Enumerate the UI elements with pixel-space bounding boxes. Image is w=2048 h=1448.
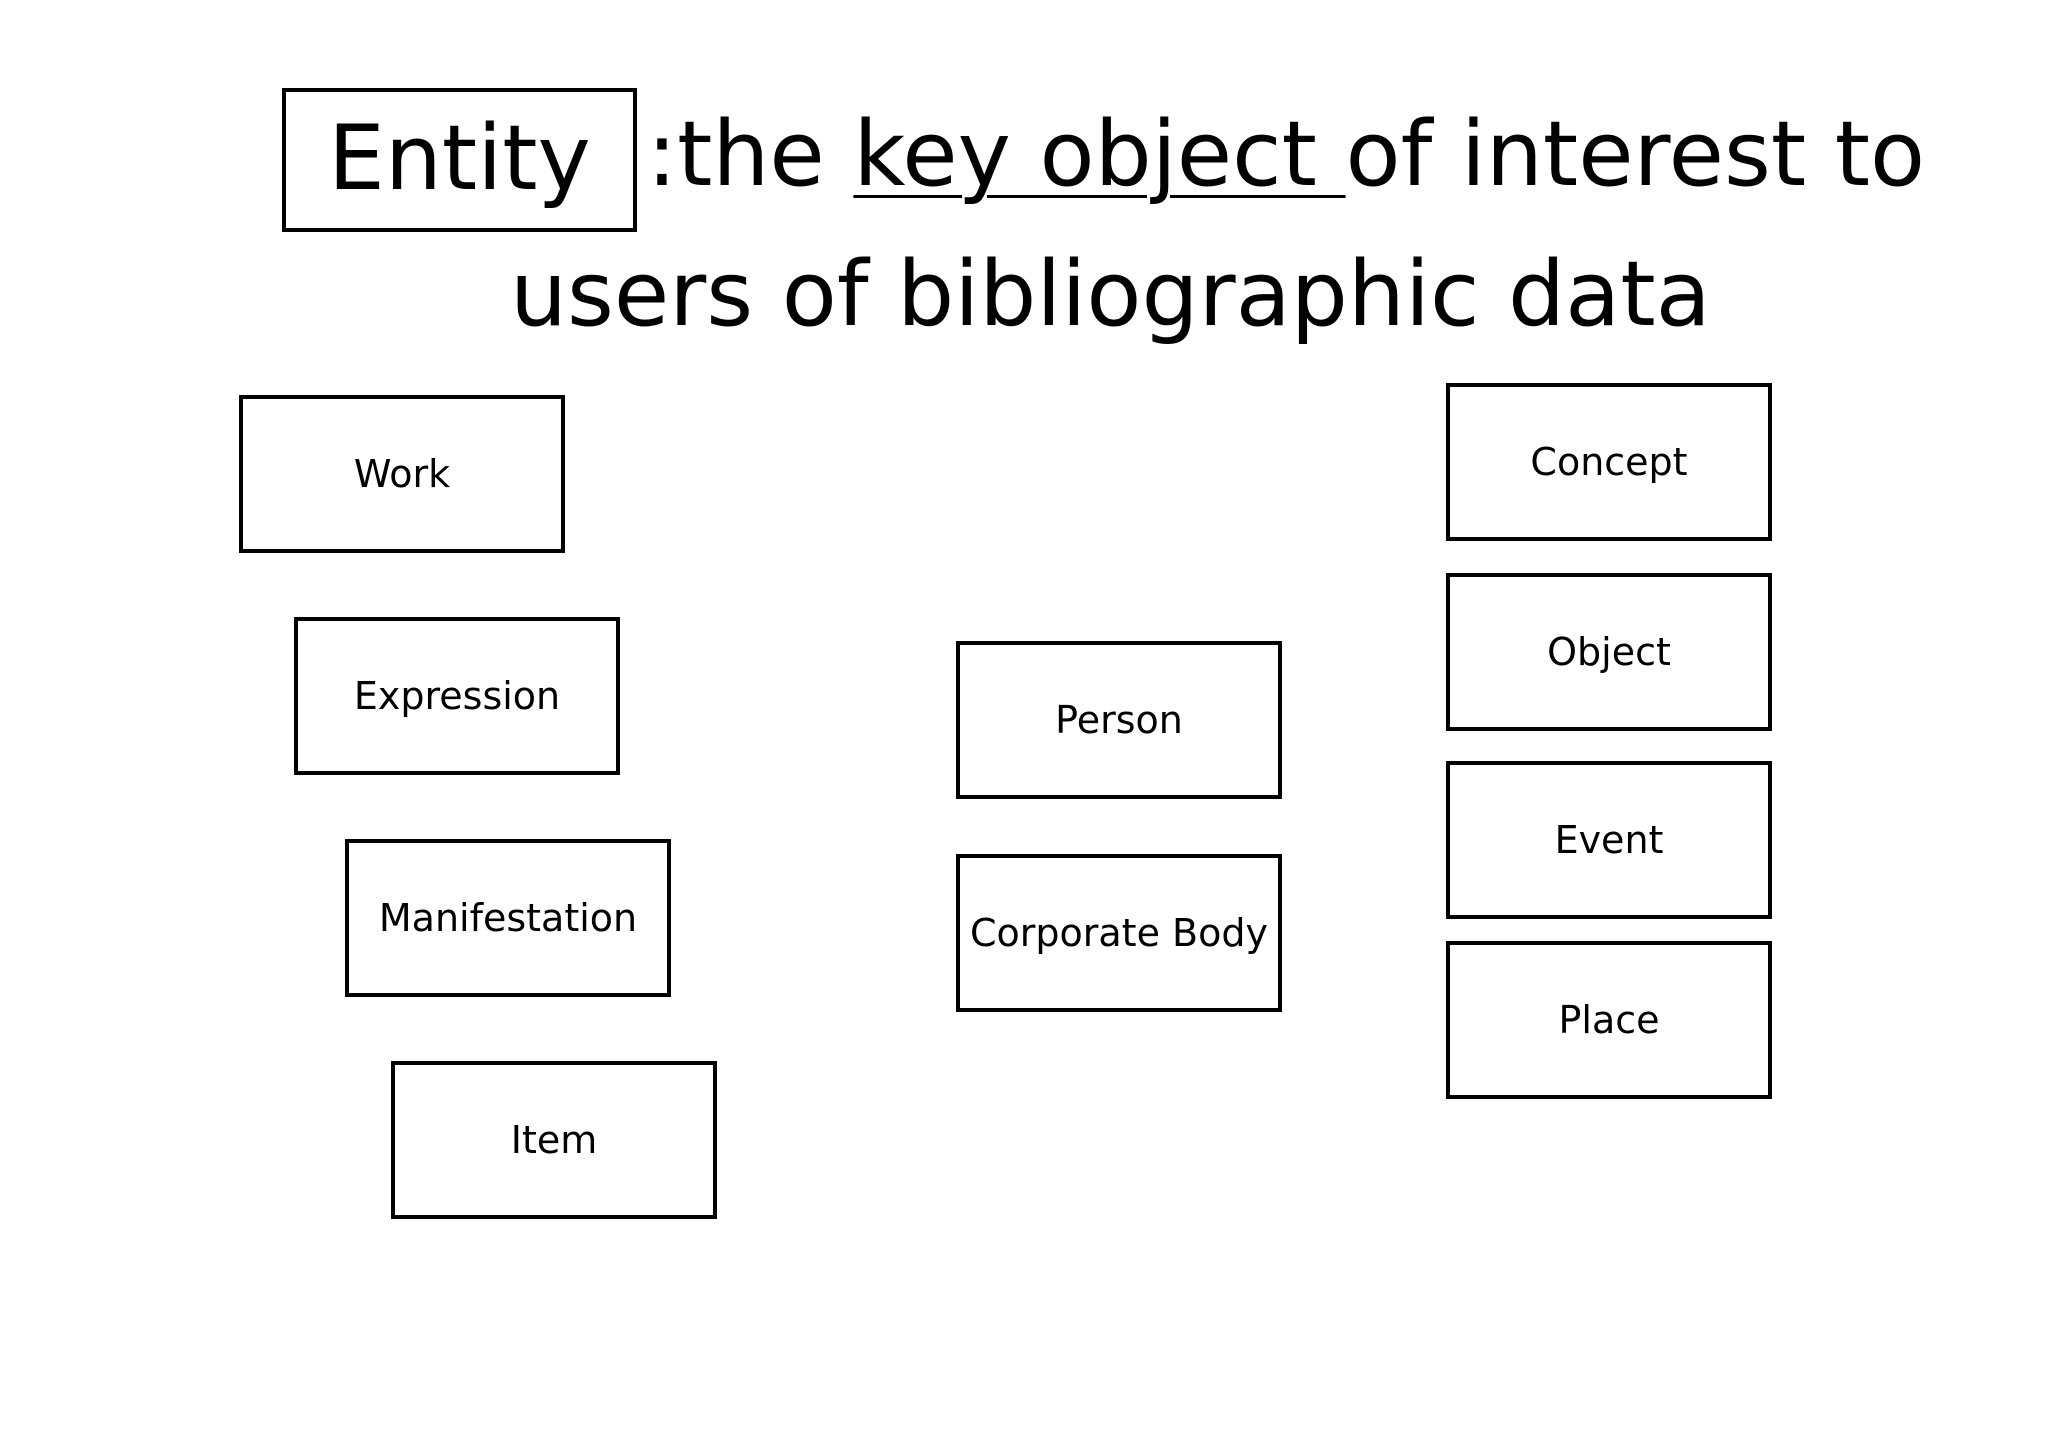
node-person: Person bbox=[956, 641, 1282, 799]
title-line-2: users of bibliographic data bbox=[510, 242, 1711, 347]
node-label: Person bbox=[1055, 698, 1183, 742]
node-expression: Expression bbox=[294, 617, 620, 775]
node-label: Expression bbox=[353, 674, 561, 718]
node-label: Concept bbox=[1530, 440, 1688, 484]
node-label: Place bbox=[1558, 998, 1660, 1042]
title-prefix: :the bbox=[646, 101, 854, 207]
node-object: Object bbox=[1446, 573, 1772, 731]
node-event: Event bbox=[1446, 761, 1772, 919]
node-work: Work bbox=[239, 395, 565, 553]
title-line-1: Entity:the key object of interest to bbox=[282, 88, 1925, 232]
node-manifestation: Manifestation bbox=[345, 839, 671, 997]
node-label: Corporate Body bbox=[970, 911, 1268, 955]
node-label: Object bbox=[1547, 630, 1671, 674]
title-key-object: key object bbox=[853, 101, 1346, 207]
node-place: Place bbox=[1446, 941, 1772, 1099]
node-item: Item bbox=[391, 1061, 717, 1219]
node-label: Work bbox=[353, 452, 451, 496]
node-corporate-body: Corporate Body bbox=[956, 854, 1282, 1012]
entity-title-box: Entity bbox=[282, 88, 637, 232]
title-suffix: of interest to bbox=[1345, 101, 1926, 207]
node-label: Manifestation bbox=[378, 896, 638, 940]
node-label: Item bbox=[510, 1118, 598, 1162]
node-label: Event bbox=[1554, 818, 1664, 862]
node-concept: Concept bbox=[1446, 383, 1772, 541]
